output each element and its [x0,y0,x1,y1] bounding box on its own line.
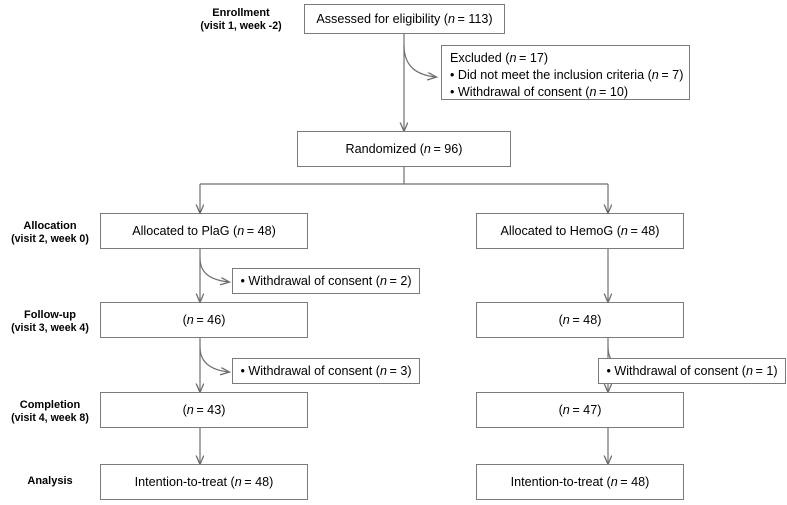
stage-label-allocation: Allocation (visit 2, week 0) [5,219,95,247]
node-withdrawal-left-allocation-text: • Withdrawal of consent (n = 2) [240,273,412,288]
node-assessed-text: Assessed for eligibility (n = 113) [316,11,493,26]
node-allocated-plag-text: Allocated to PlaG (n = 48) [132,223,276,238]
node-withdrawal-left-followup-text: • Withdrawal of consent (n = 3) [240,363,412,378]
stage-label-completion: Completion (visit 4, week 8) [5,398,95,426]
node-followup-right: (n = 48) [476,302,684,338]
stage-label-allocation-title: Allocation [23,220,77,232]
node-analysis-right: Intention-to-treat (n = 48) [476,464,684,500]
node-excluded-line-3: • Withdrawal of consent (n = 10) [450,85,629,99]
node-assessed-for-eligibility: Assessed for eligibility (n = 113) [304,4,505,34]
node-completion-right: (n = 47) [476,392,684,428]
stage-label-analysis: Analysis [5,474,95,488]
stage-label-allocation-sub: (visit 2, week 0) [11,233,89,246]
stage-label-analysis-title: Analysis [27,475,73,487]
node-analysis-left: Intention-to-treat (n = 48) [100,464,308,500]
node-followup-right-text: (n = 48) [558,312,602,327]
stage-label-followup: Follow-up (visit 3, week 4) [5,308,95,336]
node-allocated-hemog: Allocated to HemoG (n = 48) [476,213,684,249]
stage-label-followup-sub: (visit 3, week 4) [11,322,89,335]
node-excluded-line-2: • Did not meet the inclusion criteria (n… [450,68,684,82]
node-analysis-left-text: Intention-to-treat (n = 48) [134,474,274,489]
node-analysis-right-text: Intention-to-treat (n = 48) [510,474,650,489]
stage-label-enrollment: Enrollment (visit 1, week -2) [176,6,306,34]
node-withdrawal-left-allocation: • Withdrawal of consent (n = 2) [232,268,420,294]
node-allocated-hemog-text: Allocated to HemoG (n = 48) [500,223,660,238]
stage-label-completion-title: Completion [19,399,81,411]
stage-label-enrollment-title: Enrollment [212,7,270,19]
stage-label-enrollment-sub: (visit 1, week -2) [200,20,282,33]
stage-label-completion-sub: (visit 4, week 8) [11,412,89,425]
node-withdrawal-left-followup: • Withdrawal of consent (n = 3) [232,358,420,384]
node-excluded-line-1: Excluded (n = 17) [450,51,549,65]
node-randomized-text: Randomized (n = 96) [345,141,463,156]
node-withdrawal-right-followup: • Withdrawal of consent (n = 1) [598,358,786,384]
node-followup-left-text: (n = 46) [182,312,226,327]
node-completion-left-text: (n = 43) [182,402,226,417]
node-randomized: Randomized (n = 96) [297,131,511,167]
node-excluded: Excluded (n = 17) • Did not meet the inc… [441,45,690,100]
stage-label-followup-title: Follow-up [24,309,76,321]
node-followup-left: (n = 46) [100,302,308,338]
node-allocated-plag: Allocated to PlaG (n = 48) [100,213,308,249]
node-completion-left: (n = 43) [100,392,308,428]
node-completion-right-text: (n = 47) [558,402,602,417]
node-withdrawal-right-followup-text: • Withdrawal of consent (n = 1) [606,363,778,378]
